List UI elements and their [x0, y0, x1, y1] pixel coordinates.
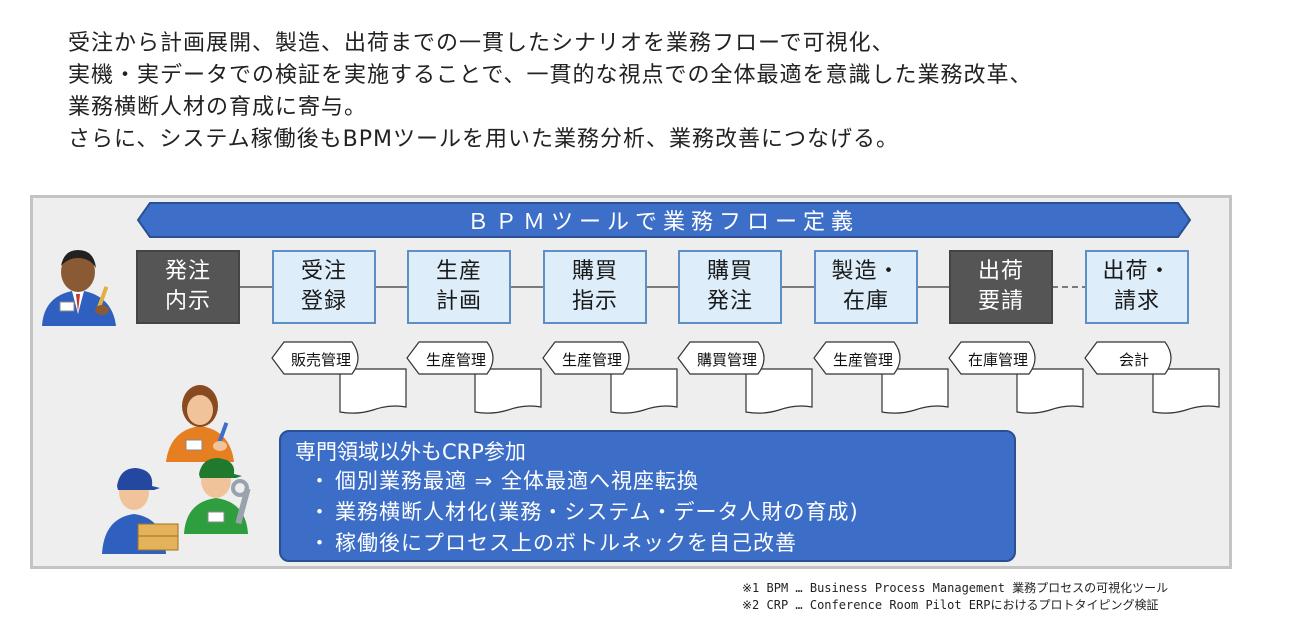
- intro-line: 業務横断人材の育成に寄与。: [68, 95, 368, 120]
- system-tag-shape: [813, 341, 901, 375]
- step-order-entry: 受注 登録: [272, 250, 376, 324]
- system-tag-shape: [406, 341, 494, 375]
- crp-bullet: 個別業務最適 ⇒ 全体最適へ視座転換: [335, 466, 859, 497]
- system-label: 販売管理: [290, 351, 351, 369]
- step-label: 発注: [164, 259, 211, 284]
- bpm-banner-arrow: [136, 202, 1192, 238]
- step-production-plan: 生産 計画: [407, 250, 511, 324]
- footnotes: ※1 BPM … Business Process Management 業務プ…: [742, 580, 1168, 614]
- system-documents: [271, 341, 1220, 414]
- system-document-sheet: [881, 368, 949, 414]
- bpm-banner-label: ＢＰＭツールで業務フロー定義: [466, 210, 859, 235]
- footnote: ※2 CRP … Conference Room Pilot ERPにおけるプロ…: [742, 598, 1159, 612]
- system-label: 生産管理: [425, 351, 486, 369]
- step-label: 請求: [1113, 289, 1160, 314]
- step-label: 指示: [571, 289, 618, 314]
- business-user-icon: [42, 250, 116, 326]
- system-label: 在庫管理: [967, 351, 1028, 369]
- step-label: 発注: [706, 289, 753, 314]
- step-label: 購買: [571, 259, 618, 284]
- system-document-sheet: [339, 368, 407, 414]
- step-label: 購買: [706, 259, 753, 284]
- crp-bullet: 業務横断人材化(業務・システム・データ人財の育成): [335, 497, 859, 528]
- step-label: 登録: [300, 289, 347, 314]
- system-label: 生産管理: [561, 351, 622, 369]
- system-document-sheet: [474, 368, 542, 414]
- system-document-sheet: [1152, 368, 1220, 414]
- intro-line: 実機・実データでの検証を実施することで、一貫的な視点での全体最適を意識した業務改…: [68, 63, 1033, 88]
- step-label: 出荷: [977, 259, 1024, 284]
- step-label: 内示: [164, 289, 211, 314]
- step-label: 製造・: [831, 259, 901, 284]
- footnote: ※1 BPM … Business Process Management 業務プ…: [742, 581, 1169, 595]
- step-order-forecast: 発注 内示: [136, 250, 240, 324]
- maintenance-worker-icon: [184, 458, 251, 534]
- system-tag-shape: [542, 341, 630, 375]
- step-purchase-order: 購買 発注: [678, 250, 782, 324]
- system-label: 会計: [1118, 351, 1149, 369]
- step-label: 計画: [435, 289, 482, 314]
- system-document-sheet: [1016, 368, 1084, 414]
- system-label: 購買管理: [696, 351, 757, 369]
- crp-title: 専門領域以外もCRP参加: [295, 440, 526, 464]
- system-tag-shape: [271, 341, 359, 375]
- step-manufacturing-inventory: 製造・ 在庫: [814, 250, 918, 324]
- system-document-sheet: [745, 368, 813, 414]
- intro-line: 受注から計画展開、製造、出荷までの一貫したシナリオを業務フローで可視化、: [68, 31, 895, 56]
- step-purchase-instruction: 購買 指示: [543, 250, 647, 324]
- system-tag-shape: [948, 341, 1036, 375]
- step-label: 生産: [435, 259, 482, 284]
- system-tag-shape: [1084, 341, 1172, 375]
- crp-bullet: 稼働後にプロセス上のボトルネックを自己改善: [335, 528, 859, 559]
- female-user-icon: [166, 385, 234, 462]
- intro-text: 受注から計画展開、製造、出荷までの一貫したシナリオを業務フローで可視化、 実機・…: [68, 28, 1032, 156]
- step-shipping-billing: 出荷・ 請求: [1085, 250, 1189, 324]
- system-label: 生産管理: [832, 351, 893, 369]
- delivery-worker-icon: [102, 468, 179, 554]
- system-tag-shape: [677, 341, 765, 375]
- step-label: 要請: [977, 289, 1024, 314]
- system-document-sheet: [610, 368, 678, 414]
- crp-box: 専門領域以外もCRP参加 個別業務最適 ⇒ 全体最適へ視座転換 業務横断人材化(…: [279, 430, 1016, 562]
- step-shipping-request: 出荷 要請: [949, 250, 1053, 324]
- step-label: 受注: [300, 259, 347, 284]
- crp-bullets: 個別業務最適 ⇒ 全体最適へ視座転換 業務横断人材化(業務・システム・データ人財…: [335, 466, 859, 559]
- step-label: 出荷・: [1102, 259, 1172, 284]
- step-label: 在庫: [842, 289, 889, 314]
- intro-line: さらに、システム稼働後もBPMツールを用いた業務分析、業務改善につなげる。: [68, 127, 900, 152]
